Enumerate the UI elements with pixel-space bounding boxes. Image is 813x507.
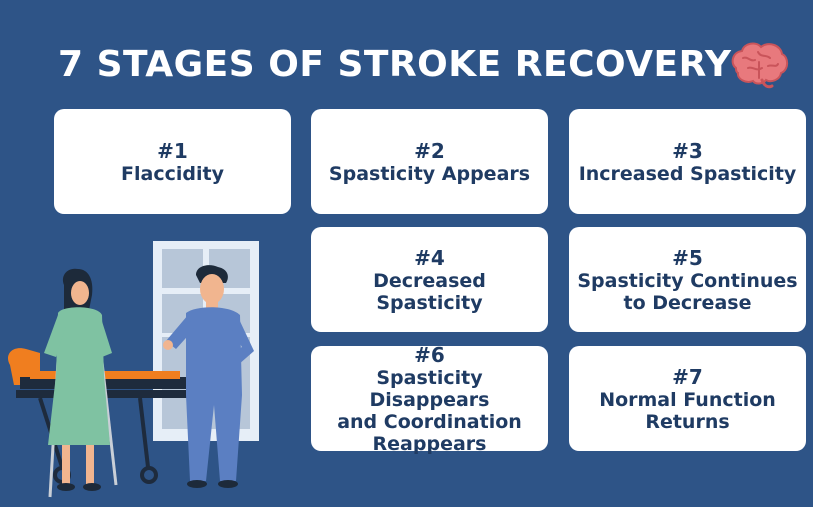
stage-label: Increased Spasticity [578, 162, 797, 185]
stage-label: to Decrease [623, 291, 752, 314]
page-title: 7 STAGES OF STROKE RECOVERY [58, 44, 732, 85]
patient-illustration [44, 268, 118, 498]
stage-label: Flaccidity [121, 162, 224, 185]
stage-card-3: #3 Increased Spasticity [569, 109, 806, 214]
brain-icon [731, 42, 789, 89]
stage-card-2: #2 Spasticity Appears [311, 109, 548, 214]
stage-card-7: #7 Normal Function Returns [569, 346, 806, 451]
stage-number: #6 [414, 342, 445, 367]
stage-label: Spasticity Appears [328, 162, 531, 185]
stage-number: #2 [414, 138, 445, 163]
stage-number: #7 [672, 364, 703, 389]
stage-card-6: #6 Spasticity Disappears and Coordinatio… [311, 342, 548, 455]
doctor-illustration [163, 265, 254, 488]
stage-label: Normal Function [599, 388, 776, 411]
stage-label: Spasticity Continues [577, 269, 798, 292]
stage-label: and Coordination [337, 410, 522, 433]
stage-label: Spasticity Disappears [369, 366, 490, 411]
rehab-illustration [7, 241, 259, 498]
stage-number: #3 [672, 138, 703, 163]
stage-card-5: #5 Spasticity Continues to Decrease [569, 227, 806, 332]
stage-label: Decreased [373, 269, 486, 292]
stage-number: #1 [157, 138, 188, 163]
stage-number: #4 [414, 245, 445, 270]
stage-card-4: #4 Decreased Spasticity [311, 227, 548, 332]
stage-number: #5 [672, 245, 703, 270]
stage-card-1: #1 Flaccidity [54, 109, 291, 214]
stage-label: Returns [645, 410, 730, 433]
stage-label: Reappears [372, 432, 487, 455]
stage-label: Spasticity [376, 291, 483, 314]
